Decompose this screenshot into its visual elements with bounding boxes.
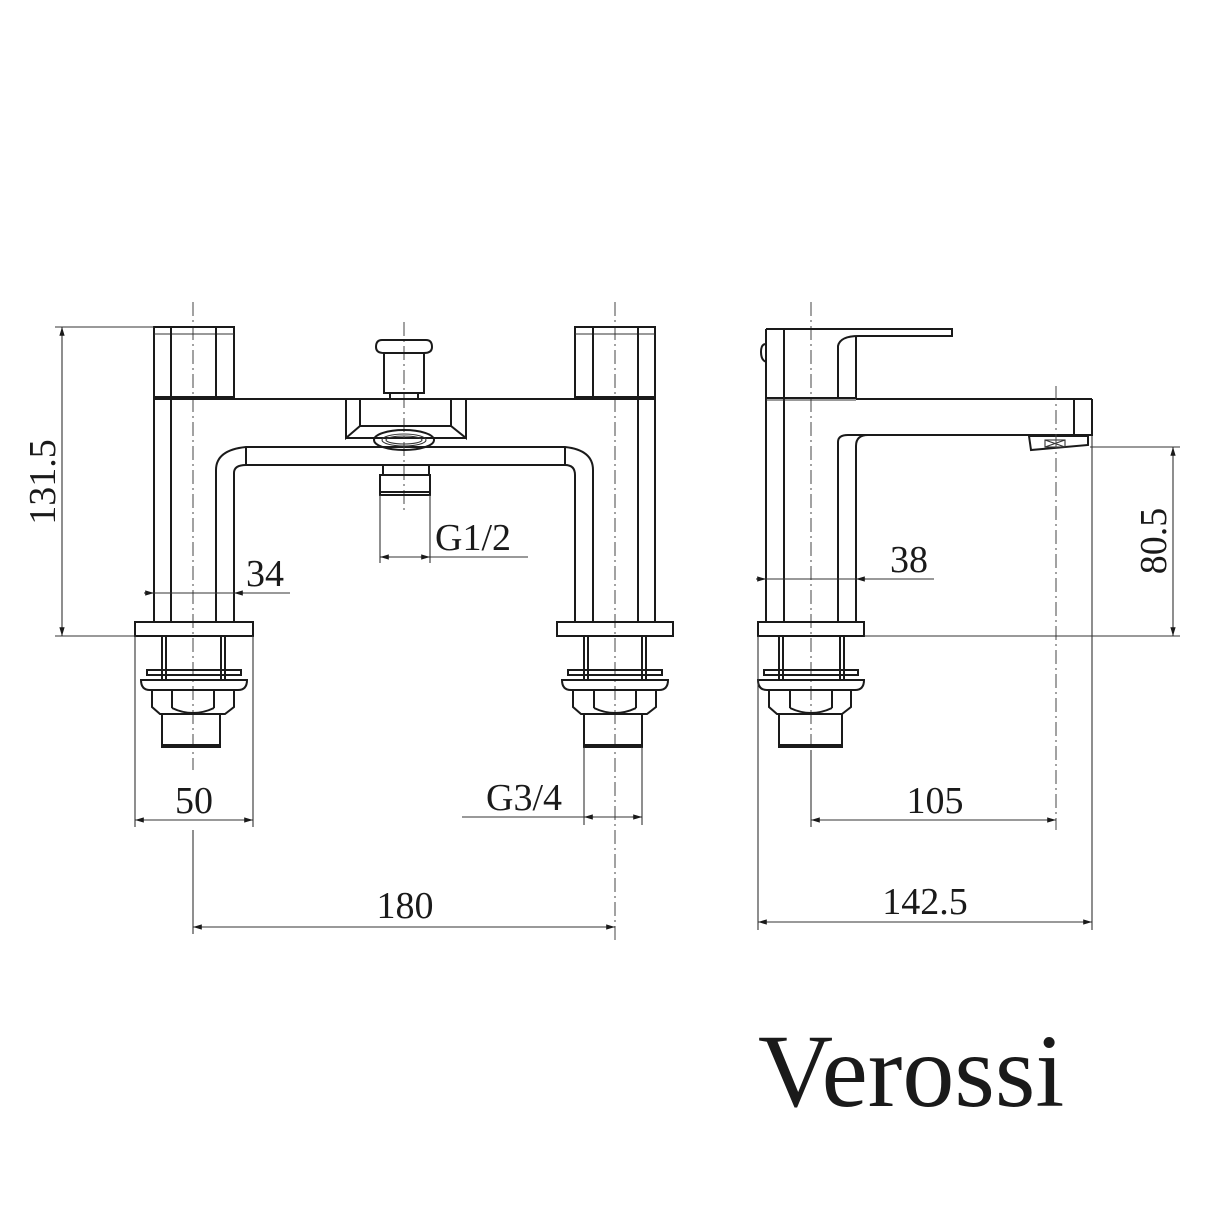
dim-label-diverter-thread: G1/2 [435,517,511,559]
right-pillar [556,302,674,940]
front-view: 131.5 34 G1/2 50 G3/ [22,302,674,940]
dim-centres: 180 [192,830,615,934]
dim-pillar-width-front: 34 [144,553,290,596]
dim-label-pillar-width-front: 34 [246,553,284,595]
dim-label-centres: 180 [377,885,434,927]
dim-base-width: 50 [134,636,254,827]
dim-label-overall-depth: 142.5 [882,881,968,923]
dim-spout-reach: 105 [810,750,1056,827]
dim-pillar-width-side: 38 [756,539,934,582]
dim-label-base-width: 50 [175,780,213,822]
dim-overall-height: 131.5 [22,326,154,637]
dim-inlet-thread: G3/4 [462,747,643,825]
dim-diverter-thread: G1/2 [379,495,528,563]
dim-label-pillar-width-side: 38 [890,539,928,581]
dim-overall-depth: 142.5 [757,436,1093,930]
side-view: 38 80.5 105 142.5 [756,302,1180,930]
brand-logo: Verossi [758,1014,1065,1129]
dim-spout-height: 80.5 [864,446,1180,637]
dim-label-overall-height: 131.5 [22,439,64,525]
diverter [345,322,467,510]
dim-label-inlet-thread: G3/4 [486,777,562,819]
left-pillar [134,302,254,770]
dim-label-spout-height: 80.5 [1133,508,1175,575]
dim-label-spout-reach: 105 [907,780,964,822]
